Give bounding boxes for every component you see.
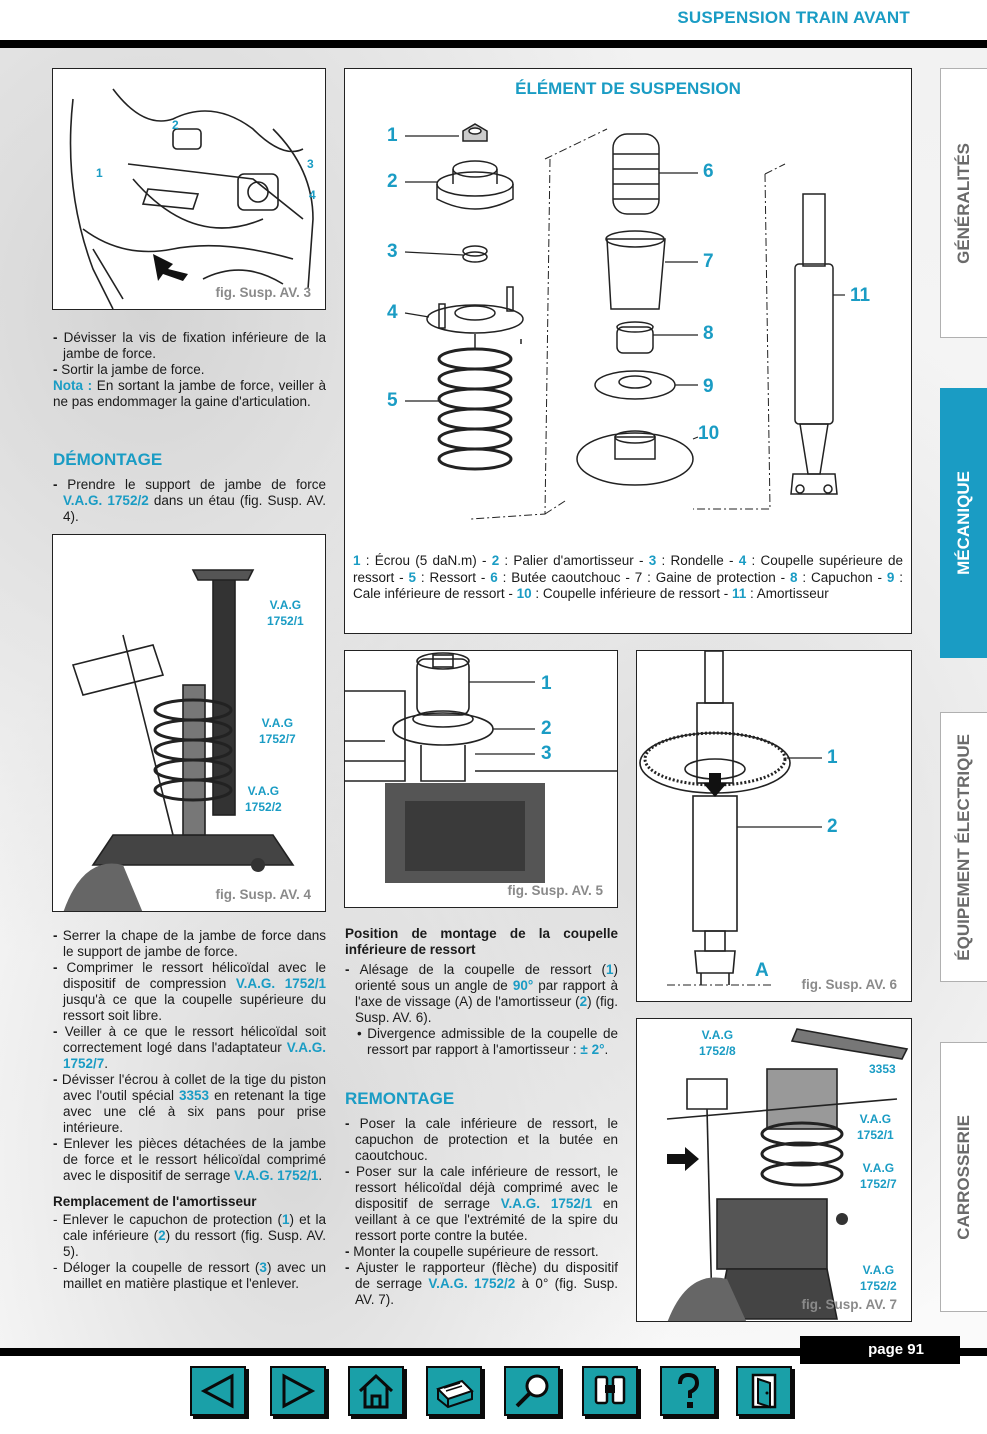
fig5-drawing: [345, 652, 617, 883]
fig3-label-2: 2: [172, 118, 179, 132]
fig3-label-4: 4: [309, 188, 316, 202]
print-icon: [436, 1379, 474, 1409]
list-item: - Comprimer le ressort hélicoïdal avec l…: [53, 960, 326, 1023]
list-item: - Veiller à ce que le ressort hélicoïdal…: [53, 1024, 326, 1071]
col2-text-position: Position de montage de la coupelle infér…: [345, 926, 618, 1058]
exploded-num-8: 8: [703, 323, 714, 344]
fig3-label-1: 1: [96, 166, 103, 180]
list-item: - Enlever le capuchon de protection (1) …: [53, 1212, 327, 1259]
list-item: - Dévisser l'écrou à collet de la tige d…: [53, 1072, 327, 1135]
col1-demontage-text: - Prendre le support de jambe de force V…: [53, 477, 326, 525]
exit-button[interactable]: [736, 1366, 792, 1416]
col1-top-text: - Dévisser la vis de fixation inférieure…: [53, 330, 326, 410]
exploded-num-4: 4: [387, 302, 398, 323]
list-item: - Déloger la coupelle de ressort (3) ave…: [53, 1260, 326, 1291]
tab-mecanique[interactable]: MÉCANIQUE: [940, 388, 987, 658]
list-item: - Enlever les pièces détachées de la jam…: [53, 1136, 327, 1183]
fig6-label-1: 1: [827, 747, 838, 768]
exit-icon: [751, 1373, 777, 1409]
fig7-caption: fig. Susp. AV. 7: [801, 1296, 897, 1312]
fig5-label-3: 3: [541, 743, 552, 764]
exploded-num-5: 5: [387, 390, 398, 411]
fig4-drawing: [63, 569, 295, 911]
list-item: - Dévisser la vis de fixation inférieure…: [53, 330, 326, 361]
section-title-demontage: DÉMONTAGE: [53, 450, 163, 469]
nota: Nota : En sortant la jambe de force, vei…: [53, 378, 326, 409]
list-item: - Monter la coupelle supérieure de resso…: [345, 1244, 599, 1259]
help-button[interactable]: [660, 1366, 716, 1416]
list-item: - Prendre le support de jambe de force V…: [53, 477, 326, 524]
fig5-label-2: 2: [541, 718, 552, 739]
col2-remontage-text: - Poser la cale inférieure de ressort, l…: [345, 1116, 618, 1308]
list-item: - Alésage de la coupelle de ressort (1) …: [345, 962, 618, 1025]
exploded-num-7: 7: [703, 251, 714, 272]
fig6-caption: fig. Susp. AV. 6: [801, 976, 897, 992]
tab-carrosserie[interactable]: CARROSSERIE: [940, 1042, 987, 1312]
next-page-icon: [282, 1373, 316, 1409]
home-button[interactable]: [348, 1366, 404, 1416]
fig3-label-3: 3: [307, 157, 314, 171]
binoculars-icon: [594, 1375, 626, 1405]
fig6-drawing: [639, 651, 822, 986]
exploded-num-11: 11: [850, 285, 871, 306]
section-title-remontage: REMONTAGE: [345, 1089, 455, 1108]
page-title: SUSPENSION TRAIN AVANT: [677, 8, 910, 27]
search-icon: [515, 1374, 549, 1408]
tab-equipement-electrique[interactable]: ÉQUIPEMENT ÉLECTRIQUE: [940, 712, 987, 982]
previous-page-button[interactable]: [190, 1366, 246, 1416]
previous-page-icon: [200, 1373, 234, 1409]
exploded-num-3: 3: [387, 241, 398, 262]
exploded-num-10: 10: [698, 423, 720, 444]
exploded-num-1: 1: [387, 125, 398, 146]
exploded-num-6: 6: [703, 161, 714, 182]
col1-bottom-text: - Serrer la chape de la jambe de force d…: [53, 928, 326, 1292]
home-icon: [358, 1373, 394, 1409]
subtitle-remplacement: Remplacement de l'amortisseur: [53, 1194, 257, 1209]
find-button[interactable]: [582, 1366, 638, 1416]
subtitle-position-montage: Position de montage de la coupelle infér…: [345, 926, 618, 957]
list-item: - Poser la cale inférieure de ressort, l…: [345, 1116, 619, 1163]
figure-element-de-suspension: ÉLÉMENT DE SUSPENSION: [344, 68, 912, 634]
fig4-caption: fig. Susp. AV. 4: [215, 886, 311, 902]
fig5-caption: fig. Susp. AV. 5: [507, 882, 603, 898]
list-item: • Divergence admissible de la coupelle d…: [357, 1026, 618, 1057]
figure-susp-av-3: 2 1 3 4 fig. Susp. AV. 3: [52, 68, 326, 310]
help-icon: [678, 1372, 700, 1408]
list-item: - Ajuster le rapporteur (flèche) du disp…: [345, 1260, 618, 1307]
fig3-caption: fig. Susp. AV. 3: [215, 284, 311, 300]
top-rule: [0, 40, 987, 48]
figure-susp-av-6: 1 2 A fig. Susp. AV. 6: [636, 650, 912, 1002]
exploded-num-2: 2: [387, 171, 398, 192]
exploded-legend: 1 : Écrou (5 daN.m) - 2 : Palier d'amort…: [353, 553, 904, 601]
fig6-label-2: 2: [827, 816, 838, 837]
fig7-label-3353: 3353: [869, 1062, 896, 1076]
list-item: - Poser sur la cale inférieure de ressor…: [345, 1164, 618, 1243]
search-button[interactable]: [504, 1366, 560, 1416]
page-number: page 91: [800, 1336, 960, 1364]
next-page-button[interactable]: [270, 1366, 326, 1416]
exploded-title: ÉLÉMENT DE SUSPENSION: [515, 79, 741, 98]
bottom-rule: [0, 1348, 987, 1356]
fig3-drawing: [69, 88, 314, 309]
fig6-label-a: A: [755, 960, 769, 981]
exploded-num-9: 9: [703, 376, 714, 397]
list-item: - Sortir la jambe de force.: [53, 362, 205, 377]
exploded-drawing: [404, 123, 845, 520]
list-item: - Serrer la chape de la jambe de force d…: [53, 928, 326, 959]
figure-susp-av-5: 1 2 3 fig. Susp. AV. 5: [344, 650, 618, 908]
fig5-label-1: 1: [541, 673, 552, 694]
fig7-drawing: [666, 1028, 909, 1321]
print-button[interactable]: [426, 1366, 482, 1416]
tab-generalites[interactable]: GÉNÉRALITÉS: [940, 68, 987, 338]
